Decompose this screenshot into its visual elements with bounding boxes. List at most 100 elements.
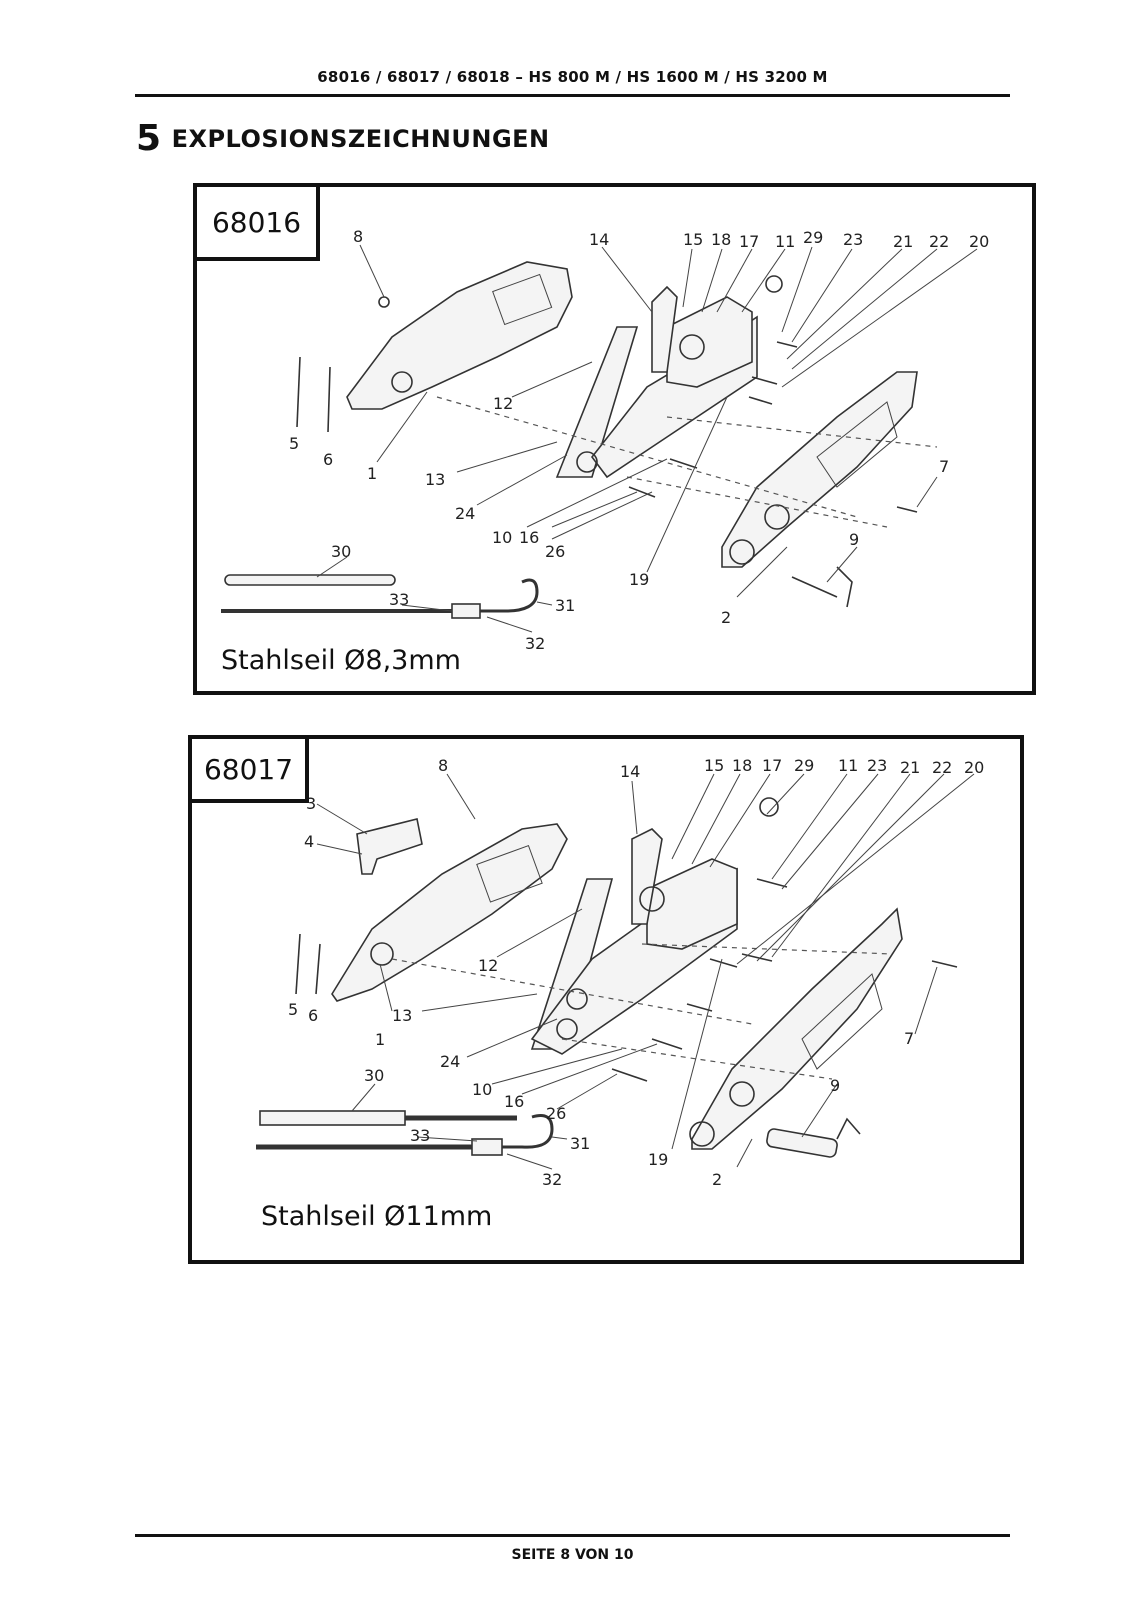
- part-label: 16: [519, 528, 539, 547]
- part-label: 8: [353, 227, 363, 246]
- lower-pivot: [576, 451, 598, 473]
- bolt-5: [296, 356, 301, 428]
- part-label: 12: [493, 394, 513, 413]
- cable-spec-label: Stahlseil Ø11mm: [257, 1201, 497, 1232]
- pin-d: [651, 1038, 683, 1050]
- telescopic-handle: [224, 574, 396, 586]
- part-label: 3: [306, 794, 316, 813]
- part-label: 30: [364, 1066, 384, 1085]
- spring-ring: [759, 797, 779, 817]
- bracket: [356, 818, 423, 875]
- part-label: 23: [843, 230, 863, 249]
- telescopic-handle: [259, 1110, 406, 1126]
- bolt-6: [315, 943, 321, 995]
- part-label: 7: [904, 1029, 914, 1048]
- part-label: 15: [683, 230, 703, 249]
- part-label: 21: [893, 232, 913, 251]
- part-label: 8: [438, 756, 448, 775]
- pin-a: [741, 953, 773, 962]
- part-label: 20: [964, 758, 984, 777]
- part-label: 31: [555, 596, 575, 615]
- pin-b: [669, 458, 698, 469]
- bolt-7: [896, 506, 918, 513]
- exploded-drawing-68017: 8 14 15 18 17 29 11 23 21 22 20 3 4 12 5…: [256, 756, 984, 1189]
- part-label: 17: [739, 232, 759, 251]
- document-header: 68016 / 68017 / 68018 – HS 800 M / HS 16…: [317, 68, 828, 86]
- spring-ring: [765, 275, 783, 293]
- part-label: 14: [620, 762, 640, 781]
- part-label: 16: [504, 1092, 524, 1111]
- pin-e: [611, 1068, 648, 1082]
- part-label: 2: [712, 1170, 722, 1189]
- lower-pivot-2: [556, 1018, 578, 1040]
- plate-hole-upper: [729, 1081, 755, 1107]
- exploded-view-68016: 8 14 15 18 17 11 29 23 21 22 20 12 5 6 1…: [193, 183, 1036, 695]
- part-label: 1: [367, 464, 377, 483]
- part-label: 12: [478, 956, 498, 975]
- part-label: 23: [867, 756, 887, 775]
- part-label: 13: [425, 470, 445, 489]
- release-handle: [791, 566, 853, 608]
- lower-pivot: [566, 988, 588, 1010]
- part-label: 9: [849, 530, 859, 549]
- pin-f: [756, 878, 788, 888]
- right-side-plate: [691, 907, 903, 1150]
- pin-c: [628, 486, 656, 498]
- part-label: 24: [440, 1052, 460, 1071]
- release-handle: [766, 1128, 838, 1158]
- bolt-6: [327, 366, 331, 433]
- rope-hook: [502, 1114, 554, 1149]
- pin-a: [748, 396, 773, 405]
- assembly-line-1: [436, 396, 858, 518]
- plate-window: [801, 973, 883, 1070]
- rope-ferrule: [451, 603, 481, 619]
- leader-lines: [316, 773, 975, 1170]
- part-label: 1: [375, 1030, 385, 1049]
- header-rule: [135, 94, 1010, 97]
- pin-b: [709, 958, 738, 968]
- part-label: 14: [589, 230, 609, 249]
- cable-spec-label: Stahlseil Ø8,3mm: [217, 645, 465, 676]
- nut-8: [378, 296, 390, 308]
- part-label: 21: [900, 758, 920, 777]
- right-side-plate: [721, 371, 918, 568]
- assembly-line-1: [391, 958, 753, 1025]
- plate-hole-lower: [689, 1121, 715, 1147]
- part-label: 6: [323, 450, 333, 469]
- cover-window: [476, 844, 543, 903]
- part-label: 2: [721, 608, 731, 627]
- assembly-line-2: [641, 943, 893, 955]
- part-label: 30: [331, 542, 351, 561]
- pivot-pin: [679, 334, 705, 360]
- part-label: 5: [288, 1000, 298, 1019]
- left-cover-plate: [346, 261, 573, 410]
- section-number: 5: [136, 118, 162, 159]
- part-label: 31: [570, 1134, 590, 1153]
- plate-hole-upper: [764, 504, 790, 530]
- part-label: 7: [939, 457, 949, 476]
- part-label: 22: [932, 758, 952, 777]
- rope-hook: [480, 578, 539, 613]
- part-label: 9: [830, 1076, 840, 1095]
- pin-e: [751, 376, 778, 385]
- pin-c: [686, 1003, 713, 1012]
- part-label: 11: [838, 756, 858, 775]
- footer-rule: [135, 1534, 1010, 1537]
- part-label: 33: [410, 1126, 430, 1145]
- part-label: 10: [492, 528, 512, 547]
- bolt-5: [295, 933, 301, 995]
- part-label: 32: [525, 634, 545, 653]
- part-label: 11: [775, 232, 795, 251]
- part-label: 6: [308, 1006, 318, 1025]
- pivot-pin: [639, 886, 665, 912]
- pin-d: [776, 341, 798, 348]
- plate-window: [816, 401, 898, 488]
- part-label: 17: [762, 756, 782, 775]
- part-label: 29: [803, 228, 823, 247]
- cover-bolt: [370, 942, 394, 966]
- part-label: 15: [704, 756, 724, 775]
- cover-window: [492, 273, 553, 326]
- part-label: 22: [929, 232, 949, 251]
- bolt-7: [931, 960, 958, 968]
